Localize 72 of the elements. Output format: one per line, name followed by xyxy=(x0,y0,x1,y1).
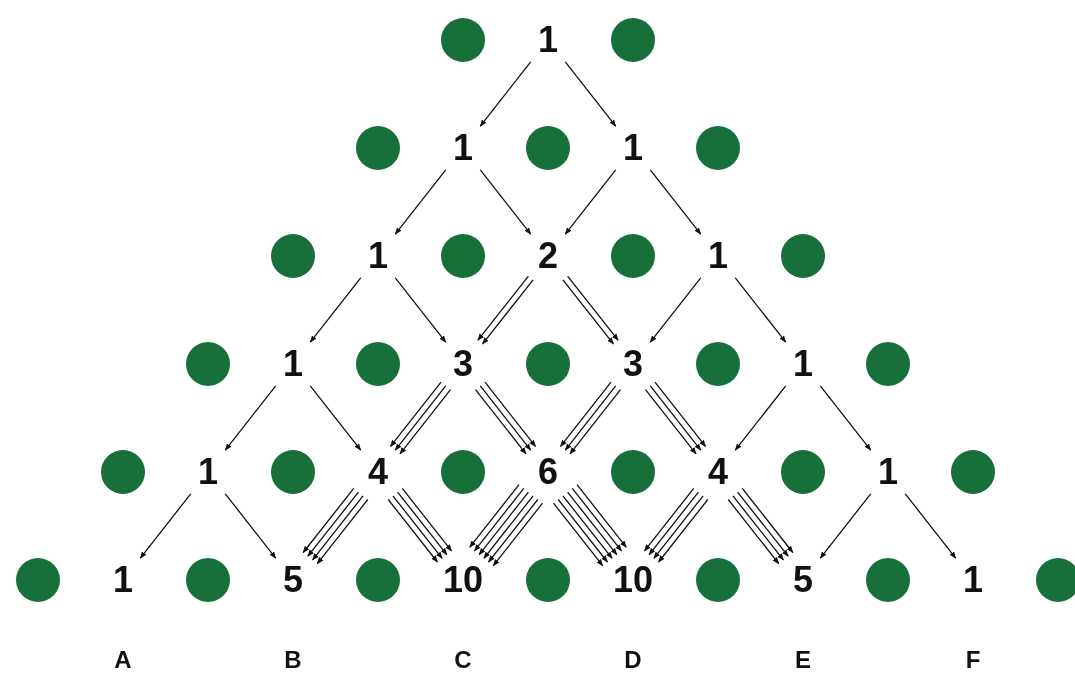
peg-circle xyxy=(611,18,655,62)
peg-circle xyxy=(441,18,485,62)
arrow xyxy=(309,277,362,343)
number: 5 xyxy=(277,558,309,602)
column-letter: C xyxy=(454,646,472,674)
arrow xyxy=(904,493,957,559)
peg-circle xyxy=(526,126,570,170)
arrow xyxy=(479,169,532,235)
peg-circle xyxy=(526,558,570,602)
peg-circle xyxy=(696,342,740,386)
peg-circle xyxy=(186,558,230,602)
peg-circle xyxy=(271,450,315,494)
arrow xyxy=(819,385,872,451)
arrow xyxy=(649,277,702,343)
peg-circle xyxy=(696,126,740,170)
peg-circle xyxy=(356,126,400,170)
column-letter: A xyxy=(114,646,132,674)
number: 3 xyxy=(617,342,649,386)
arrow xyxy=(139,493,192,559)
number: 2 xyxy=(532,234,564,278)
peg-circle xyxy=(951,450,995,494)
peg-circle xyxy=(356,558,400,602)
number: 5 xyxy=(787,558,819,602)
number: 4 xyxy=(362,450,394,494)
arrow xyxy=(479,61,532,127)
peg-circle xyxy=(866,342,910,386)
arrow xyxy=(394,169,447,235)
peg-circle xyxy=(526,342,570,386)
peg-circle xyxy=(611,450,655,494)
arrow xyxy=(564,169,617,235)
number: 1 xyxy=(872,450,904,494)
peg-circle xyxy=(781,234,825,278)
peg-circle xyxy=(1036,558,1075,602)
peg-circle xyxy=(441,450,485,494)
arrow xyxy=(819,493,872,559)
peg-circle xyxy=(781,450,825,494)
number: 1 xyxy=(277,342,309,386)
peg-circle xyxy=(271,234,315,278)
number: 3 xyxy=(447,342,479,386)
column-letter: B xyxy=(284,646,302,674)
arrow xyxy=(734,277,787,343)
number: 1 xyxy=(107,558,139,602)
number: 1 xyxy=(192,450,224,494)
column-letter: E xyxy=(795,646,811,674)
peg-circle xyxy=(101,450,145,494)
number: 1 xyxy=(447,126,479,170)
arrow xyxy=(309,385,362,451)
arrow xyxy=(564,61,617,127)
number: 1 xyxy=(702,234,734,278)
column-letter: D xyxy=(624,646,642,674)
number: 1 xyxy=(532,18,564,62)
number: 1 xyxy=(787,342,819,386)
arrow xyxy=(224,493,277,559)
number: 6 xyxy=(532,450,564,494)
number: 10 xyxy=(607,558,659,602)
number: 1 xyxy=(617,126,649,170)
arrow xyxy=(649,169,702,235)
arrow xyxy=(224,385,277,451)
number: 10 xyxy=(437,558,489,602)
peg-circle xyxy=(696,558,740,602)
peg-circle xyxy=(866,558,910,602)
arrow xyxy=(734,385,787,451)
number: 1 xyxy=(362,234,394,278)
peg-circle xyxy=(356,342,400,386)
column-letter: F xyxy=(965,646,981,674)
peg-circle xyxy=(611,234,655,278)
peg-circle xyxy=(16,558,60,602)
peg-circle xyxy=(186,342,230,386)
peg-circle xyxy=(441,234,485,278)
number: 1 xyxy=(957,558,989,602)
arrow xyxy=(394,277,447,343)
number: 4 xyxy=(702,450,734,494)
